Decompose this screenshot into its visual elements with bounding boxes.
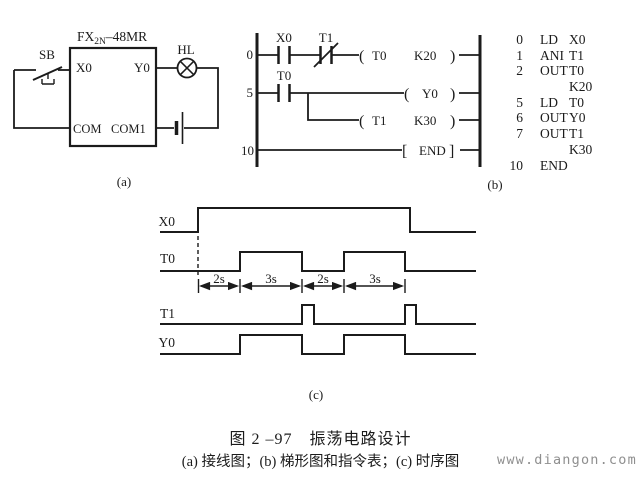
coil-t1-name: T1 [372, 113, 386, 128]
coil-t0: ( T0 K20 ) [359, 48, 455, 65]
rung-0 [257, 42, 480, 68]
terminal-com: COM [73, 122, 101, 136]
duration-label-4: 3s [369, 271, 381, 286]
contact-x0-label: X0 [276, 30, 292, 45]
step-number: 5 [516, 94, 523, 110]
opcode: LD [540, 32, 558, 47]
panel-c-label: (c) [309, 387, 323, 402]
waveform-y0 [160, 334, 476, 355]
timing-diagram: X0 T0 T1 Y0 2s 3s 2s 3s (c) [159, 207, 476, 402]
waveform-x0 [160, 207, 476, 233]
terminal-x0: X0 [76, 60, 92, 75]
operand: T1 [569, 126, 584, 142]
ladder-diagram: 0 5 10 X0 T1 T0 ( T0 K20 ) ( Y0 ) ( T1 K… [241, 30, 503, 192]
coil-t1: ( T1 K30 ) [359, 113, 455, 130]
duration-label-1: 2s [213, 271, 225, 286]
coil-t0-preset: K20 [414, 48, 436, 63]
coil-t1-preset: K30 [414, 113, 436, 128]
end-close-bracket: ] [449, 143, 454, 160]
instruction-row: 5 LD T0 [502, 95, 592, 111]
plc-box [68, 46, 158, 148]
rung-number-10: 10 [241, 143, 254, 158]
switch-label: SB [39, 47, 55, 62]
step-number: 2 [516, 63, 523, 79]
output-wires [156, 67, 219, 129]
opcode: END [540, 157, 568, 173]
battery-icon [174, 112, 184, 144]
step-number: 1 [516, 47, 523, 63]
operand: T0 [569, 63, 584, 79]
instruction-row: 0 LD X0 [502, 32, 592, 48]
step-number: 0 [516, 32, 523, 47]
coil-t1-open-paren: ( [359, 113, 364, 130]
terminal-com1: COM1 [111, 122, 146, 136]
panel-a-label: (a) [117, 174, 131, 189]
opcode: OUT [540, 126, 568, 142]
rung-number-5: 5 [247, 85, 254, 100]
coil-y0-name: Y0 [422, 86, 438, 101]
step-number: 10 [509, 157, 524, 173]
terminal-y0: Y0 [134, 60, 150, 75]
opcode: OUT [540, 63, 568, 79]
coil-t0-close-paren: ) [450, 48, 455, 65]
watermark: www.diangon.com [497, 452, 637, 468]
end-instruction: [ END ] [402, 143, 454, 160]
signal-label-t0: T0 [160, 251, 175, 266]
coil-y0-close-paren: ) [450, 86, 455, 103]
coil-t1-close-paren: ) [450, 113, 455, 130]
operand: X0 [569, 32, 586, 47]
instruction-row: 10 END [502, 158, 592, 174]
step-number: 7 [516, 126, 523, 142]
lamp-icon [176, 57, 198, 79]
signal-label-y0: Y0 [159, 335, 176, 350]
plc-model-label: FX2N–48MR [77, 29, 147, 47]
coil-t0-name: T0 [372, 48, 386, 63]
instruction-row: 1 ANI T1 [502, 48, 592, 64]
duration-label-3: 2s [317, 271, 329, 286]
operand: T0 [569, 94, 584, 110]
contact-t0-icon [277, 84, 291, 102]
panel-b-label: (b) [487, 177, 502, 192]
coil-t0-open-paren: ( [359, 48, 364, 65]
signal-label-x0: X0 [159, 214, 176, 229]
time-dimension-lines [197, 279, 406, 293]
input-wires [13, 69, 70, 129]
operand: Y0 [569, 110, 586, 126]
figure-subtitle: (a) 接线图；(b) 梯形图和指令表；(c) 时序图 [181, 454, 460, 470]
waveform-t0 [160, 251, 476, 272]
instruction-row: K30 [502, 142, 592, 158]
operand: T1 [569, 47, 584, 63]
lamp-label: HL [177, 42, 194, 57]
duration-label-2: 3s [265, 271, 277, 286]
step-number: 6 [516, 110, 523, 126]
signal-label-t1: T1 [160, 306, 175, 321]
figure-title: 图 2 –97 振荡电路设计 [229, 431, 412, 448]
instruction-row: K20 [502, 79, 592, 95]
waveform-t1 [160, 304, 476, 325]
end-name: END [419, 143, 446, 158]
wiring-diagram: FX2N–48MR SB HL X0 Y0 COM COM1 (a) [13, 29, 219, 189]
coil-y0: ( Y0 ) [404, 86, 455, 103]
contact-t0-label: T0 [277, 68, 291, 83]
opcode: LD [540, 94, 558, 110]
operand: K20 [569, 79, 593, 95]
pushbutton-icon [32, 66, 63, 85]
rung-5 [257, 84, 480, 121]
opcode: ANI [540, 47, 564, 63]
contact-t1-label: T1 [319, 30, 333, 45]
operand: K30 [569, 141, 593, 157]
opcode: OUT [540, 110, 568, 126]
rung-number-0: 0 [247, 47, 254, 62]
end-open-bracket: [ [402, 143, 407, 160]
coil-y0-open-paren: ( [404, 86, 409, 103]
contact-x0-icon [277, 46, 291, 64]
